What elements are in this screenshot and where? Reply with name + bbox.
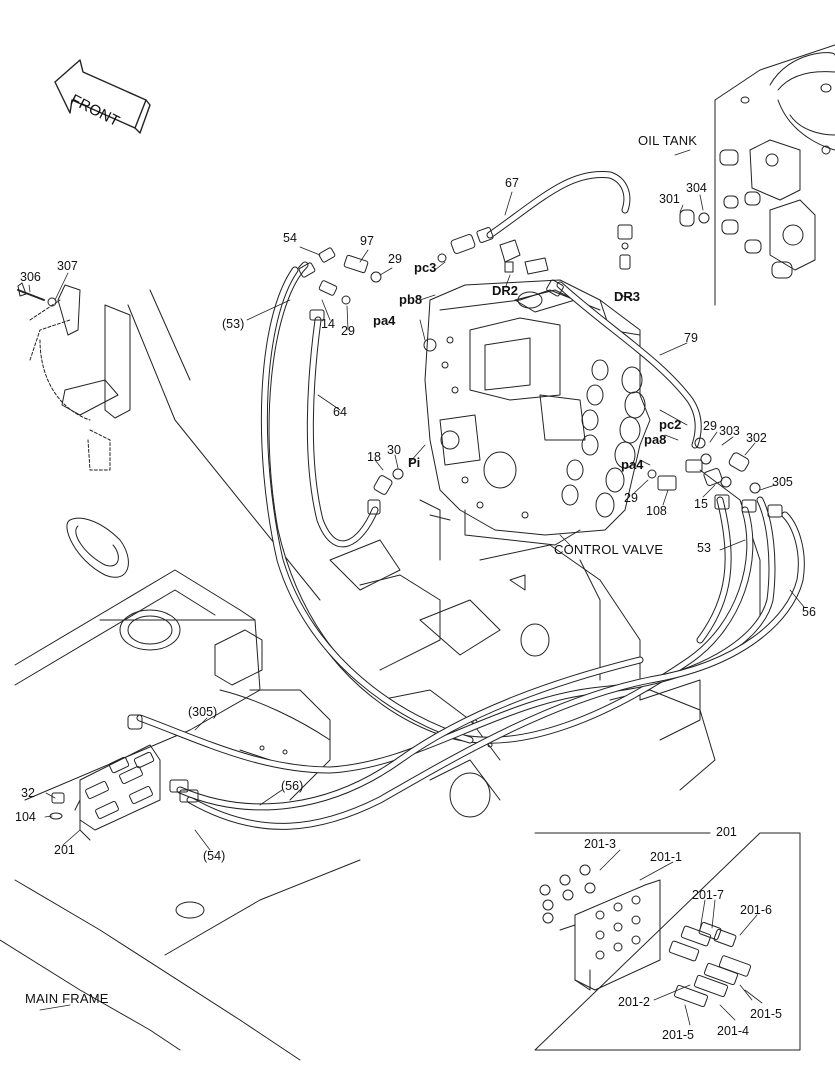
part-97: 97 — [360, 234, 374, 248]
part-79: 79 — [684, 331, 698, 345]
detail-201-1: 201-1 — [650, 850, 682, 864]
detail-201-3: 201-3 — [584, 837, 616, 851]
part-29-a: 29 — [388, 252, 402, 266]
part-53-paren: (53) — [222, 317, 245, 331]
part-54: 54 — [283, 231, 297, 245]
port-dr2: DR2 — [492, 283, 519, 298]
control-valve — [419, 279, 651, 561]
detail-201-5-bottom: 201-5 — [662, 1028, 694, 1042]
detail-box-201 — [534, 832, 801, 1051]
control-valve-caption: CONTROL VALVE — [554, 542, 664, 557]
port-pa4-right: pa4 — [621, 457, 644, 472]
fittings — [127, 209, 783, 803]
part-108: 108 — [646, 504, 667, 518]
part-306: 306 — [20, 270, 41, 284]
port-pc2: pc2 — [659, 417, 682, 432]
port-dr3: DR3 — [614, 289, 641, 304]
detail-201-7: 201-7 — [692, 888, 724, 902]
part-32: 32 — [21, 786, 35, 800]
part-302: 302 — [746, 431, 767, 445]
part-29-b: 29 — [341, 324, 355, 338]
part-18: 18 — [367, 450, 381, 464]
part-67: 67 — [505, 176, 519, 190]
part-29-c: 29 — [703, 419, 717, 433]
hoses — [136, 170, 805, 830]
part-54-paren: (54) — [203, 849, 226, 863]
port-pi: Pi — [408, 455, 421, 470]
detail-201-2: 201-2 — [618, 995, 650, 1009]
detail-201-6: 201-6 — [740, 903, 772, 917]
port-pb8: pb8 — [399, 292, 423, 307]
part-14: 14 — [321, 317, 335, 331]
port-pa4-top: pa4 — [373, 313, 396, 328]
oil-tank-caption: OIL TANK — [638, 133, 698, 148]
part-30: 30 — [387, 443, 401, 457]
part-56-paren: (56) — [281, 779, 304, 793]
part-53: 53 — [697, 541, 711, 555]
leader-lines — [28, 149, 805, 1026]
part-15: 15 — [694, 497, 708, 511]
part-64: 64 — [333, 405, 347, 419]
detail-201-5-right: 201-5 — [750, 1007, 782, 1021]
detail-title-201: 201 — [716, 825, 737, 839]
part-56: 56 — [802, 605, 816, 619]
part-29-d: 29 — [624, 491, 638, 505]
part-307: 307 — [57, 259, 78, 273]
main-frame — [0, 289, 761, 1061]
oil-tank — [714, 44, 835, 306]
front-arrow — [54, 59, 151, 134]
part-104: 104 — [15, 810, 36, 824]
main-frame-caption: MAIN FRAME — [25, 991, 109, 1006]
part-301: 301 — [659, 192, 680, 206]
part-305-paren: (305) — [188, 705, 218, 719]
part-304: 304 — [686, 181, 707, 195]
port-pc3: pc3 — [414, 260, 437, 275]
part-201: 201 — [54, 843, 75, 857]
part-303: 303 — [719, 424, 740, 438]
detail-201-4: 201-4 — [717, 1024, 749, 1038]
bracket-left — [17, 282, 131, 471]
part-305: 305 — [772, 475, 793, 489]
bracket-201 — [49, 744, 161, 841]
port-pa8: pa8 — [644, 432, 667, 447]
